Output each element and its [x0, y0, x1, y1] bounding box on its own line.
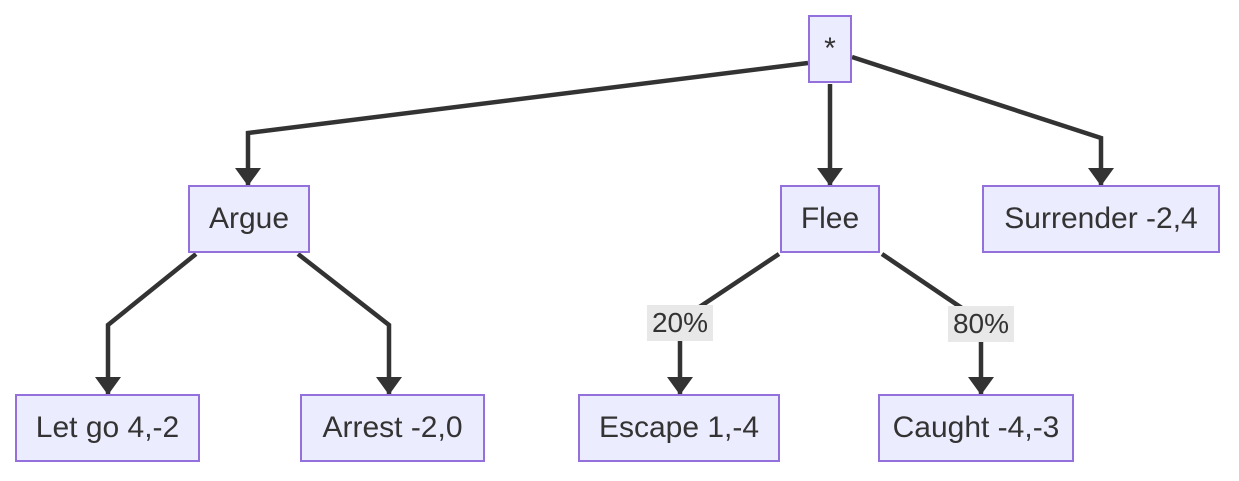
node-root: *	[808, 15, 852, 83]
edge-label-flee-caught: 80%	[947, 306, 1015, 342]
edge-argue-arrest	[296, 252, 402, 395]
node-argue: Argue	[188, 185, 310, 253]
node-escape: Escape 1,-4	[578, 394, 780, 462]
node-label: *	[824, 32, 836, 65]
node-label: Flee	[800, 202, 860, 235]
node-surrender: Surrender -2,4	[982, 185, 1220, 253]
node-arrest: Arrest -2,0	[300, 394, 485, 462]
node-caught: Caught -4,-3	[878, 394, 1074, 462]
node-label: Argue	[208, 202, 290, 235]
node-label: Surrender -2,4	[1004, 202, 1198, 235]
edge-root-argue	[235, 60, 809, 186]
edge-root-surrender	[851, 54, 1114, 186]
node-label: Let go 4,-2	[35, 411, 180, 444]
edge-argue-letgo	[95, 252, 198, 395]
node-label: Escape 1,-4	[598, 411, 760, 444]
node-letgo: Let go 4,-2	[15, 394, 200, 462]
node-label: Caught -4,-3	[892, 411, 1060, 444]
node-label: Arrest -2,0	[322, 411, 463, 444]
edge-label-flee-escape: 20%	[646, 305, 714, 341]
node-flee: Flee	[780, 185, 880, 253]
